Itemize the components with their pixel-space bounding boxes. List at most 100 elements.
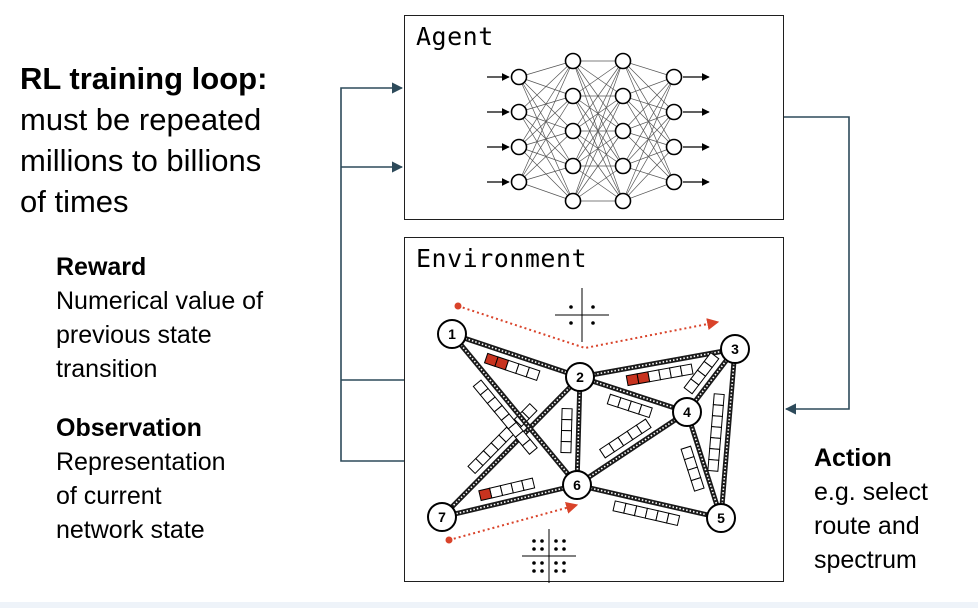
reward-line: transition bbox=[56, 355, 158, 383]
network-node bbox=[565, 362, 595, 392]
nn-edge bbox=[622, 60, 675, 78]
nn-neuron bbox=[564, 122, 582, 140]
constellation-point bbox=[554, 569, 558, 573]
spectrum-slot bbox=[525, 366, 541, 382]
action-arrow bbox=[784, 116, 850, 415]
observation-block: Observation Representation of current ne… bbox=[56, 411, 226, 547]
nn-neuron bbox=[564, 52, 582, 70]
action-block: Action e.g. select route and spectrum bbox=[814, 441, 928, 577]
network-link-fiber bbox=[576, 376, 581, 486]
nn-edge bbox=[572, 95, 624, 202]
nn-edge bbox=[572, 60, 624, 97]
constellation-point bbox=[562, 569, 566, 573]
neural-network bbox=[487, 52, 710, 210]
nn-neuron bbox=[665, 68, 683, 86]
network-link-fiber bbox=[579, 376, 688, 413]
constellation-point bbox=[569, 305, 573, 309]
action-line: route and bbox=[814, 512, 920, 540]
nn-neuron bbox=[510, 138, 528, 156]
nn-edge bbox=[518, 165, 574, 183]
network-link-fiber bbox=[686, 411, 722, 519]
nn-edge bbox=[518, 130, 574, 183]
constellation-point bbox=[591, 321, 595, 325]
spectrum-slot bbox=[709, 437, 722, 450]
title-line: must be repeated bbox=[20, 102, 262, 137]
nn-neuron bbox=[665, 103, 683, 121]
network-node-label: 5 bbox=[717, 510, 725, 526]
traffic-request-arrow bbox=[457, 305, 720, 350]
network-node bbox=[720, 334, 750, 364]
spectrum-slot bbox=[638, 403, 653, 419]
observation-line: Representation bbox=[56, 448, 226, 476]
spectrum-slot bbox=[560, 430, 573, 443]
network-node-label: 4 bbox=[683, 404, 691, 420]
network-link-fiber bbox=[441, 484, 578, 518]
network-link-fiber bbox=[441, 376, 581, 518]
reward-heading: Reward bbox=[56, 253, 147, 281]
nn-edge bbox=[572, 165, 624, 202]
nn-edge bbox=[518, 95, 574, 183]
nn-edge bbox=[622, 181, 675, 202]
spectrum-slot bbox=[679, 363, 694, 377]
nn-neuron bbox=[614, 192, 632, 210]
action-heading: Action bbox=[814, 444, 892, 472]
spectrum-slot-occupied bbox=[478, 487, 493, 502]
nn-neuron bbox=[614, 87, 632, 105]
network-node bbox=[437, 319, 467, 349]
agent-label: Agent bbox=[416, 22, 494, 51]
nn-neuron bbox=[564, 192, 582, 210]
network-link-fiber bbox=[576, 484, 722, 519]
constellation-point bbox=[532, 561, 536, 565]
network-link-fiber bbox=[451, 333, 578, 486]
network-link bbox=[579, 346, 736, 380]
spectrum-slot bbox=[683, 378, 700, 395]
nn-edge bbox=[518, 60, 574, 113]
constellation-point bbox=[540, 539, 544, 543]
spectrum-slot bbox=[710, 415, 723, 428]
constellation-point bbox=[569, 321, 573, 325]
spectrum-slot bbox=[560, 441, 572, 454]
spectrum-slot bbox=[666, 512, 681, 527]
spectrum-slot bbox=[708, 448, 721, 461]
constellation-point bbox=[540, 547, 544, 551]
nn-neuron bbox=[510, 103, 528, 121]
loop-connectors bbox=[340, 82, 850, 462]
constellation-point bbox=[532, 569, 536, 573]
observation-to-agent-arrow bbox=[340, 82, 404, 462]
title-line: of times bbox=[20, 184, 129, 219]
nn-neuron bbox=[614, 52, 632, 70]
spectrum-slot bbox=[690, 476, 705, 492]
network-node bbox=[672, 397, 702, 427]
nn-neuron bbox=[564, 157, 582, 175]
spectrum-slot bbox=[521, 438, 538, 455]
spectrum-slot bbox=[560, 419, 573, 432]
network-link-fiber bbox=[451, 333, 581, 378]
observation-heading: Observation bbox=[56, 414, 202, 442]
action-line: spectrum bbox=[814, 546, 917, 574]
nn-neuron bbox=[510, 68, 528, 86]
nn-edge bbox=[572, 130, 624, 202]
constellation-point bbox=[554, 561, 558, 565]
title-heading: RL training loop: bbox=[20, 61, 268, 96]
spectrum-slot bbox=[561, 408, 573, 421]
network-link-fiber bbox=[576, 411, 688, 486]
constellation-point bbox=[562, 539, 566, 543]
bottom-band bbox=[0, 602, 978, 608]
nn-neuron bbox=[665, 173, 683, 191]
environment-label: Environment bbox=[416, 244, 588, 273]
nn-edge bbox=[518, 60, 574, 78]
constellation-point bbox=[591, 305, 595, 309]
constellation-point bbox=[532, 547, 536, 551]
spectrum-slot bbox=[710, 426, 723, 439]
reward-line: Numerical value of bbox=[56, 287, 264, 315]
observation-line: of current bbox=[56, 482, 162, 510]
nn-edge bbox=[518, 181, 574, 202]
network-node-label: 3 bbox=[731, 341, 739, 357]
network-link-fiber bbox=[720, 348, 736, 519]
nn-neuron bbox=[564, 87, 582, 105]
agent-box: Agent bbox=[404, 15, 784, 220]
nn-neuron bbox=[614, 157, 632, 175]
nn-edge bbox=[518, 60, 574, 183]
